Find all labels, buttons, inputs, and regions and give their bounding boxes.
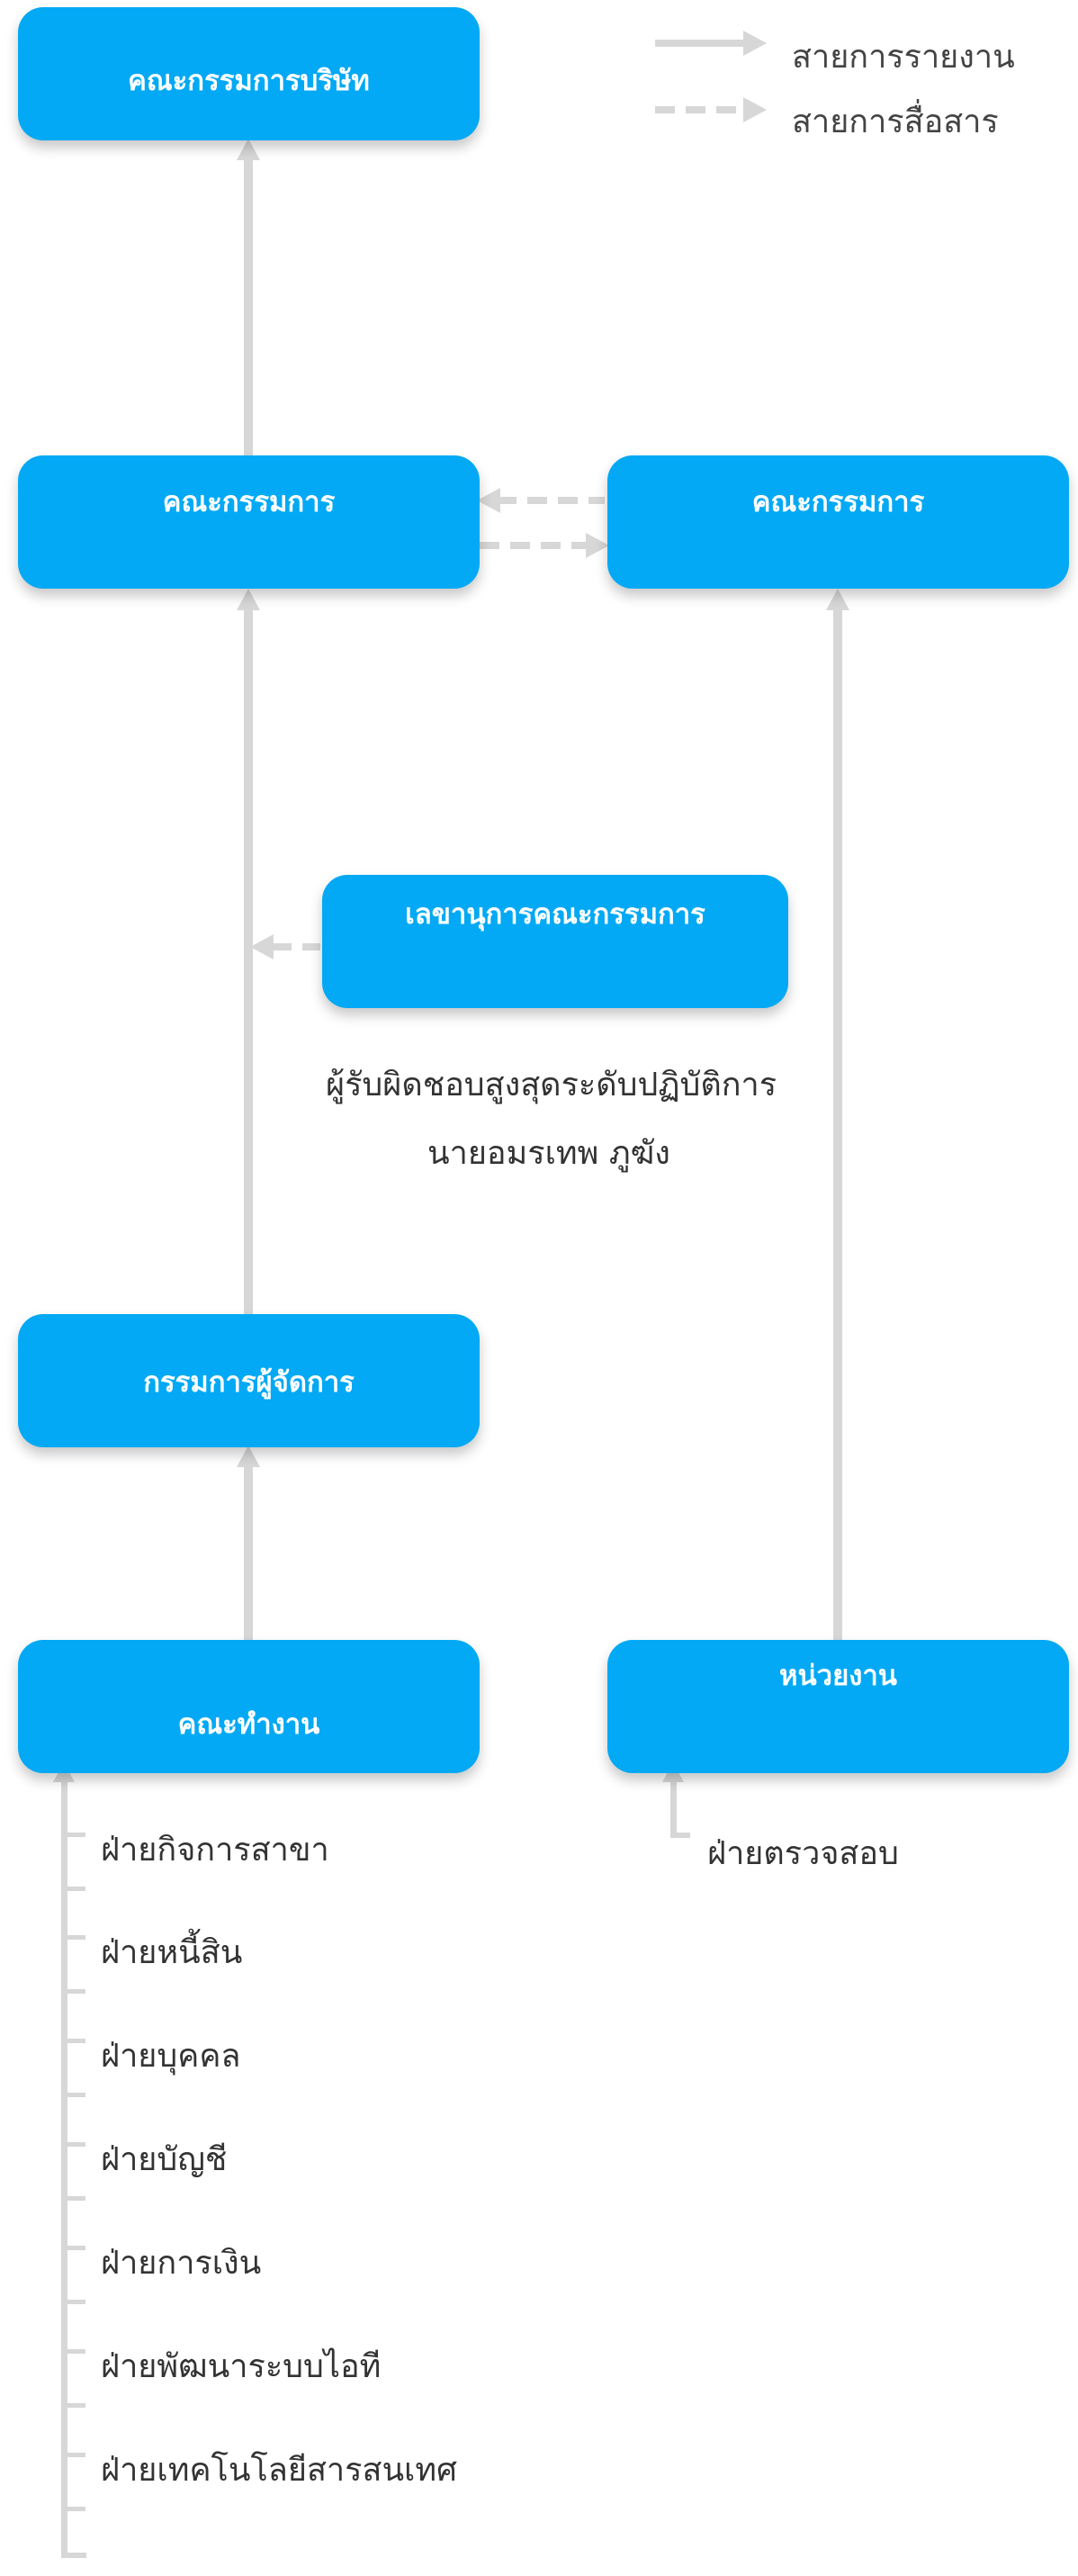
departments-bracket-line [61, 1782, 67, 2558]
working-group-label: คณะทำงาน [177, 1708, 320, 1741]
committee-right-label: คณะกรรมการ [751, 486, 925, 518]
department-item: ฝ่ายหนี้สิน [101, 1934, 243, 1971]
legend-dashed-arrow [743, 97, 767, 122]
managing-director-box: กรรมการผู้จัดการ [18, 1314, 480, 1447]
bracket-tick [67, 1887, 85, 1891]
bracket-tick [67, 2246, 85, 2250]
dashed-arrow-left [477, 488, 500, 513]
dashed-left-to-right [480, 542, 588, 549]
departments-bracket-bottom [61, 2553, 86, 2558]
board-of-directors-box: คณะกรรมการบริษัท [18, 7, 480, 140]
arrow-to-committee-right [826, 589, 849, 610]
managing-director-label: กรรมการผู้จัดการ [143, 1366, 355, 1399]
bracket-tick [67, 1833, 85, 1837]
legend-solid-arrow [743, 31, 767, 56]
bracket-tick [67, 2142, 85, 2147]
arrow-to-board [237, 139, 260, 160]
department-item: ฝ่ายการเงิน [101, 2245, 262, 2282]
department-item: ฝ่ายเทคโนโลยีสารสนเทศ [101, 2452, 457, 2489]
legend-dashed-label: สายการสื่อสาร [792, 104, 999, 140]
bracket-tick [67, 2403, 85, 2408]
committee-left-box: คณะกรรมการ [18, 455, 480, 589]
dashed-secretary-to-line [272, 943, 320, 950]
unit-bracket-bottom [670, 1833, 690, 1838]
committee-right-box: คณะกรรมการ [607, 455, 1069, 589]
connector-unit-to-committee-right [833, 608, 842, 1640]
unit-label: หน่วยงาน [779, 1660, 897, 1692]
connector-committee-to-board [244, 158, 253, 455]
bracket-tick [67, 2300, 85, 2304]
committee-secretary-label: เลขานุการคณะกรรมการ [405, 898, 705, 931]
connector-md-to-committee [244, 608, 253, 1314]
operations-head-role: ผู้รับผิดชอบสูงสุดระดับปฏิบัติการ [326, 1067, 777, 1103]
dashed-right-to-left [497, 497, 605, 504]
committee-left-label: คณะกรรมการ [162, 486, 336, 518]
bracket-tick [67, 2453, 85, 2457]
department-item: ฝ่ายบัญชี [101, 2141, 228, 2178]
operations-head-name: นายอมรเทพ ภูฆัง [427, 1135, 670, 1172]
connector-wg-to-md [244, 1465, 253, 1640]
working-group-box: คณะทำงาน [18, 1640, 480, 1773]
legend-solid-line [655, 40, 745, 47]
bracket-tick [67, 1989, 85, 1994]
bracket-tick [67, 1935, 85, 1940]
bracket-tick [67, 2039, 85, 2043]
dashed-arrow-secretary [250, 934, 274, 959]
unit-box: หน่วยงาน [607, 1640, 1069, 1773]
department-item: ฝ่ายกิจการสาขา [101, 1832, 329, 1869]
board-of-directors-label: คณะกรรมการบริษัท [128, 65, 370, 97]
department-item: ฝ่ายบุคคล [101, 2038, 241, 2075]
bracket-tick [67, 2507, 85, 2511]
bracket-tick [67, 2093, 85, 2097]
arrow-to-committee-left [237, 589, 260, 610]
bracket-tick [67, 2196, 85, 2201]
dashed-arrow-right [586, 533, 609, 558]
legend-solid-label: สายการรายงาน [792, 39, 1015, 76]
bracket-tick [67, 2349, 85, 2354]
committee-secretary-box: เลขานุการคณะกรรมการ [322, 875, 788, 1008]
unit-department-item: ฝ่ายตรวจสอบ [707, 1835, 899, 1872]
department-item: ฝ่ายพัฒนาระบบไอที [101, 2348, 382, 2385]
unit-bracket-line [670, 1782, 677, 1838]
legend-dashed-line [655, 106, 745, 113]
arrow-to-managing-director [237, 1446, 260, 1467]
